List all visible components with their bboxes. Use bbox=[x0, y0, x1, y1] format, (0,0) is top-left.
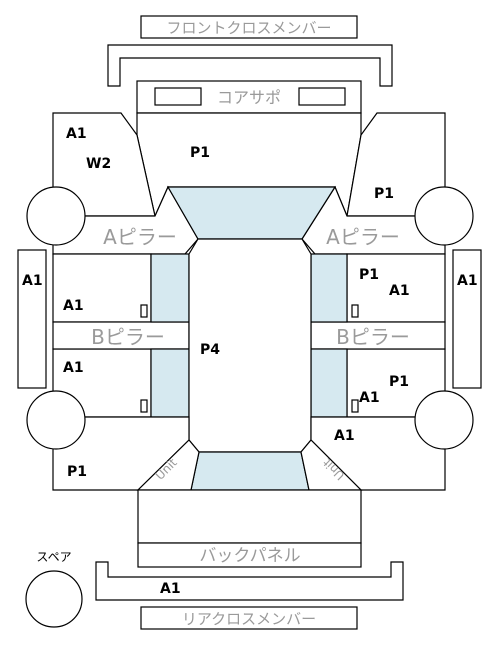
left-front-door-handle[interactable] bbox=[140, 304, 148, 318]
front-bumper[interactable] bbox=[107, 44, 393, 87]
rear-right-wheel[interactable] bbox=[414, 390, 474, 450]
right-front-window[interactable] bbox=[310, 253, 348, 323]
grade-left-rear-door: A1 bbox=[63, 360, 84, 376]
core-support-label: コアサポ bbox=[217, 88, 281, 107]
right-side-step[interactable] bbox=[452, 249, 482, 389]
spare-tire[interactable] bbox=[25, 570, 83, 628]
b-pillar-left[interactable] bbox=[52, 321, 190, 350]
grade-front-left-fender: A1 bbox=[66, 126, 87, 142]
back-panel[interactable] bbox=[137, 542, 362, 568]
grade-right-rear-door-2: A1 bbox=[359, 390, 380, 406]
right-front-door[interactable] bbox=[346, 253, 446, 323]
b-pillar-left-label: Bピラー bbox=[91, 325, 165, 349]
core-support-left-light[interactable] bbox=[154, 87, 202, 106]
right-front-door-handle[interactable] bbox=[351, 304, 359, 318]
grade-right-step: A1 bbox=[457, 273, 478, 289]
right-rear-window[interactable] bbox=[310, 348, 348, 418]
grade-left-step: A1 bbox=[22, 273, 43, 289]
back-panel-label: バックパネル bbox=[199, 546, 300, 566]
left-side-step[interactable] bbox=[17, 249, 47, 389]
grade-right-front-door-1: P1 bbox=[359, 267, 379, 283]
grade-hood: P1 bbox=[190, 145, 210, 161]
rear-bumper[interactable] bbox=[95, 561, 404, 601]
a-pillar-right-label: Aピラー bbox=[326, 225, 400, 249]
grade-right-rear-fender: A1 bbox=[334, 428, 355, 444]
left-front-window[interactable] bbox=[150, 253, 190, 323]
front-cross-member-box[interactable] bbox=[140, 15, 358, 39]
left-rear-door-handle[interactable] bbox=[140, 399, 148, 413]
grade-right-front-door-2: A1 bbox=[389, 283, 410, 299]
a-pillar-left-label: Aピラー bbox=[103, 225, 177, 249]
rear-left-wheel[interactable] bbox=[26, 390, 86, 450]
grade-left-front-door: A1 bbox=[63, 298, 84, 314]
grade-roof: P4 bbox=[200, 342, 220, 358]
trunk[interactable] bbox=[137, 489, 362, 544]
grade-front-left-w: W2 bbox=[86, 156, 111, 172]
spare-tire-label: スペア bbox=[36, 550, 71, 564]
core-support-right-light[interactable] bbox=[298, 87, 346, 106]
front-left-wheel[interactable] bbox=[26, 186, 86, 246]
grade-left-rear-fender: P1 bbox=[67, 464, 87, 480]
right-rear-door-handle[interactable] bbox=[351, 399, 359, 413]
grade-rear-cross: A1 bbox=[160, 581, 181, 597]
front-right-wheel[interactable] bbox=[414, 186, 474, 246]
front-cross-member-label: フロントクロスメンバー bbox=[166, 19, 331, 37]
grade-right-rear-door-1: P1 bbox=[389, 374, 409, 390]
left-rear-window[interactable] bbox=[150, 348, 190, 418]
rear-cross-member-box[interactable] bbox=[140, 606, 358, 630]
rear-cross-member-label: リアクロスメンバー bbox=[182, 610, 316, 628]
rear-window[interactable] bbox=[190, 451, 310, 491]
grade-front-right-fender: P1 bbox=[374, 186, 394, 202]
b-pillar-right-label: Bピラー bbox=[336, 325, 410, 349]
